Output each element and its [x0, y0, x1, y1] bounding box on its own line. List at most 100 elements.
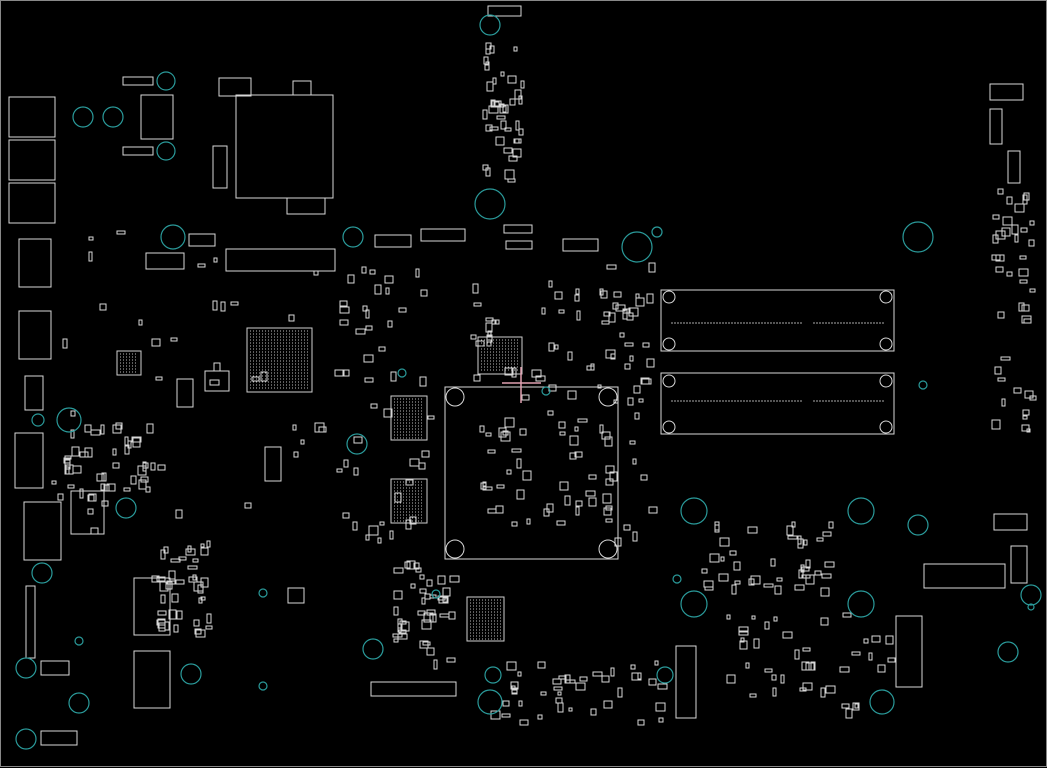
- smd-component: [798, 569, 804, 579]
- smd-component: [361, 266, 367, 274]
- smd-component: [293, 451, 299, 458]
- smd-component: [486, 81, 494, 92]
- smd-component: [613, 291, 622, 298]
- usb-port[interactable]: [8, 182, 56, 224]
- smd-component: [601, 320, 610, 325]
- smd-component: [99, 303, 107, 311]
- smd-component: [821, 573, 832, 579]
- smd-component: [558, 309, 565, 314]
- ram-slot-1[interactable]: [660, 289, 895, 352]
- smd-component: [405, 519, 412, 530]
- smd-component: [508, 155, 518, 162]
- smd-component: [343, 459, 349, 468]
- smd-component: [801, 574, 811, 579]
- cpu-corner-mark: [445, 539, 465, 559]
- smd-component: [726, 674, 736, 684]
- smd-component: [657, 683, 668, 690]
- smd-component: [537, 661, 546, 669]
- smd-component: [569, 452, 577, 460]
- smd-component: [393, 590, 403, 600]
- smd-component: [353, 467, 359, 476]
- smd-component: [992, 234, 999, 244]
- smd-component: [1021, 424, 1030, 432]
- smd-component: [547, 410, 554, 416]
- smd-component: [632, 531, 638, 542]
- smd-component: [1029, 288, 1036, 293]
- smd-component: [442, 597, 448, 603]
- smd-component: [393, 638, 399, 643]
- smd-component: [624, 363, 631, 370]
- smd-component: [424, 593, 431, 600]
- smd-component: [994, 366, 1002, 375]
- smd-component: [608, 312, 616, 323]
- smd-component: [393, 567, 404, 574]
- smd-component: [751, 615, 756, 620]
- smd-component: [555, 697, 563, 704]
- usb-port[interactable]: [8, 139, 56, 181]
- pch-bga[interactable]: [246, 327, 313, 393]
- smd-component: [839, 666, 850, 673]
- smd-component: [995, 254, 1005, 262]
- smd-component: [606, 264, 617, 270]
- smd-component: [997, 377, 1006, 382]
- smd-component: [501, 713, 511, 718]
- smd-component: [820, 587, 830, 597]
- smd-component: [492, 77, 497, 85]
- smd-component: [406, 560, 416, 570]
- smd-component: [489, 126, 499, 131]
- smd-component: [187, 565, 198, 570]
- smd-component: [772, 687, 777, 697]
- usb-port[interactable]: [8, 96, 56, 138]
- smd-component: [96, 473, 105, 482]
- smd-component: [70, 429, 75, 439]
- smd-component: [1002, 216, 1013, 226]
- smd-component: [142, 462, 149, 469]
- memory-chip[interactable]: [390, 478, 428, 524]
- smd-component: [794, 584, 805, 591]
- smd-component: [482, 109, 488, 120]
- smd-component: [1029, 220, 1035, 226]
- smd-component: [558, 675, 567, 680]
- smd-component: [634, 412, 640, 420]
- connector-block[interactable]: [235, 94, 334, 199]
- smd-component: [339, 300, 348, 307]
- smd-component: [564, 495, 571, 506]
- smd-component: [558, 421, 566, 429]
- smd-component: [57, 493, 64, 501]
- smd-component: [554, 344, 559, 350]
- smd-component: [151, 338, 161, 347]
- memory-chip[interactable]: [390, 395, 428, 441]
- smd-component: [845, 708, 853, 719]
- smd-component: [192, 558, 199, 563]
- smd-component: [446, 657, 456, 663]
- smd-component: [579, 676, 588, 682]
- smd-component: [543, 508, 550, 517]
- smd-component: [421, 597, 426, 605]
- smd-component: [745, 662, 750, 669]
- smd-component: [448, 611, 456, 620]
- smd-component: [575, 500, 583, 507]
- smd-component: [511, 448, 522, 453]
- smd-component: [384, 275, 394, 284]
- smd-component: [612, 302, 619, 310]
- smd-component: [370, 403, 378, 409]
- smd-component: [868, 652, 873, 661]
- smd-component: [365, 325, 373, 331]
- smd-component: [1026, 428, 1031, 433]
- smd-component: [168, 609, 177, 620]
- smd-component: [363, 354, 374, 363]
- smd-component: [842, 612, 852, 618]
- smd-component: [260, 371, 268, 382]
- smd-component: [750, 575, 761, 585]
- smd-component: [627, 397, 634, 406]
- smd-component: [439, 613, 450, 618]
- smd-component: [88, 251, 93, 262]
- smd-component: [318, 426, 327, 433]
- cpu-socket-outline[interactable]: [444, 386, 619, 560]
- smd-component: [502, 700, 510, 707]
- ram-slot-2[interactable]: [660, 372, 895, 435]
- smd-component: [1014, 203, 1025, 213]
- smd-component: [100, 483, 106, 491]
